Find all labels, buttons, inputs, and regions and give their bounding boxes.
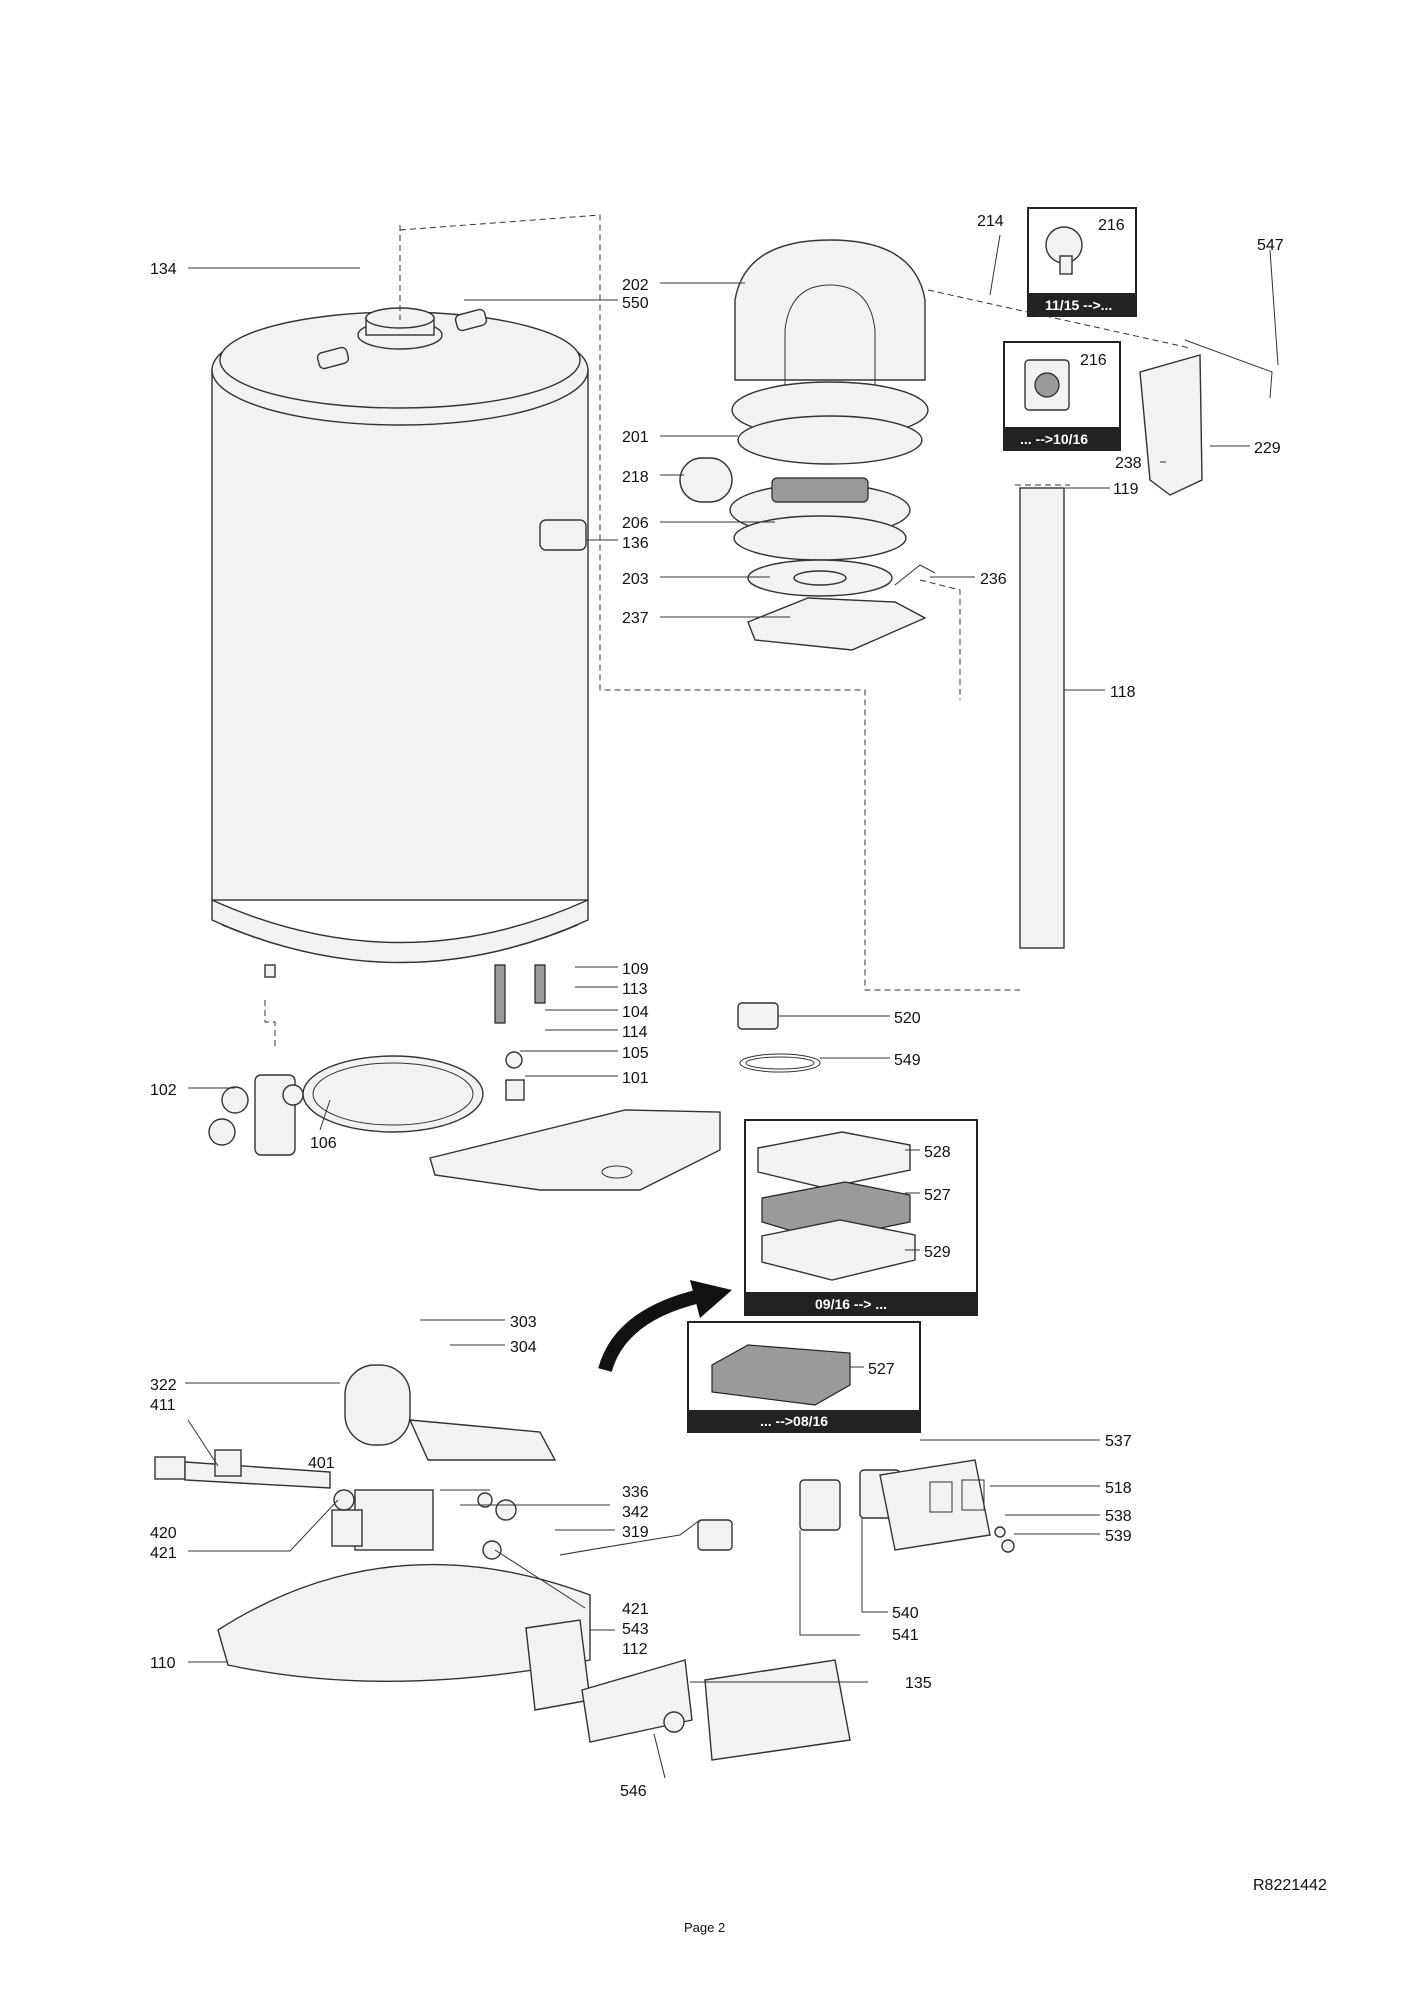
callout-109: 109 [622, 961, 649, 978]
callout-547: 547 [1257, 237, 1284, 254]
water-heater-tank [211, 307, 589, 1024]
base-fittings [208, 1051, 721, 1191]
inset-label-1015: ... -->10/16 [1020, 431, 1088, 447]
clip-and-wire [737, 1002, 821, 1073]
inset-label-1115: 11/15 -->... [1045, 297, 1112, 313]
callout-105: 105 [622, 1045, 649, 1062]
callout-106: 106 [310, 1135, 337, 1152]
callout-336: 336 [622, 1484, 649, 1501]
callout-119: 119 [1113, 481, 1139, 498]
callout-527-top: 527 [924, 1187, 951, 1204]
callout-546: 546 [620, 1783, 647, 1800]
callout-420: 420 [150, 1525, 177, 1542]
callout-421-left: 421 [150, 1545, 177, 1562]
callout-304: 304 [510, 1339, 537, 1356]
callout-518: 518 [1105, 1480, 1132, 1497]
callout-540: 540 [892, 1605, 919, 1622]
callout-214: 214 [977, 213, 1004, 230]
callout-421-right: 421 [622, 1601, 649, 1618]
inset-216-1015 [1003, 341, 1121, 451]
transition-arrow [598, 1280, 732, 1373]
document-code: R8221442 [1253, 1877, 1327, 1894]
callout-550: 550 [622, 295, 649, 312]
callout-135: 135 [905, 1675, 932, 1692]
callout-229: 229 [1254, 440, 1281, 457]
callout-401: 401 [308, 1455, 335, 1472]
cover-229 [1139, 339, 1273, 496]
inset-control-board-0916 [744, 1119, 978, 1316]
flue-baffle-118 [1015, 484, 1070, 949]
callout-549: 549 [894, 1052, 921, 1069]
callout-237: 237 [622, 610, 649, 627]
callout-labels: 134 550 202 214 216 547 216 201 218 238 … [150, 213, 1284, 1800]
callout-238: 238 [1115, 455, 1142, 472]
alignment-lines [264, 214, 1191, 1050]
inset-date-labels: 11/15 -->... ... -->10/16 09/16 --> ... … [760, 297, 1112, 1429]
gas-valve-assembly [154, 1364, 851, 1761]
callout-529: 529 [924, 1244, 951, 1261]
callout-206: 206 [622, 515, 649, 532]
callout-110: 110 [150, 1655, 176, 1672]
callout-541: 541 [892, 1627, 919, 1644]
callout-134: 134 [150, 261, 177, 278]
callout-236: 236 [980, 571, 1007, 588]
callout-218: 218 [622, 469, 649, 486]
callout-543: 543 [622, 1621, 649, 1638]
callout-528: 528 [924, 1144, 951, 1161]
callout-303: 303 [510, 1314, 537, 1331]
callout-411: 411 [150, 1397, 176, 1414]
callout-201: 201 [622, 429, 649, 446]
callout-101: 101 [622, 1070, 649, 1087]
leader-lines [185, 234, 1279, 1779]
inset-216-1115 [1027, 207, 1137, 317]
callout-537: 537 [1105, 1433, 1132, 1450]
inset-label-0816: ... -->08/16 [760, 1413, 828, 1429]
callout-216-top: 216 [1098, 217, 1125, 234]
inset-label-0916: 09/16 --> ... [815, 1296, 887, 1312]
callout-527-second: 527 [868, 1361, 895, 1378]
callout-538: 538 [1105, 1508, 1132, 1525]
callout-112: 112 [622, 1641, 648, 1658]
inset-control-box-0816 [687, 1321, 921, 1433]
callout-539: 539 [1105, 1528, 1132, 1545]
page-number: Page 2 [684, 1920, 725, 1935]
callout-136: 136 [622, 535, 649, 552]
burner-chamber-assembly [679, 239, 936, 651]
callout-202: 202 [622, 277, 649, 294]
callout-203: 203 [622, 571, 649, 588]
callout-319: 319 [622, 1524, 649, 1541]
callout-102: 102 [150, 1082, 177, 1099]
switch-block [799, 1459, 1015, 1553]
callout-113: 113 [622, 981, 648, 998]
callout-114: 114 [622, 1024, 648, 1041]
callout-118: 118 [1110, 684, 1136, 701]
callout-520: 520 [894, 1010, 921, 1027]
callout-322: 322 [150, 1377, 177, 1394]
callout-216-second: 216 [1080, 352, 1107, 369]
callout-104: 104 [622, 1004, 649, 1021]
callout-342: 342 [622, 1504, 649, 1521]
